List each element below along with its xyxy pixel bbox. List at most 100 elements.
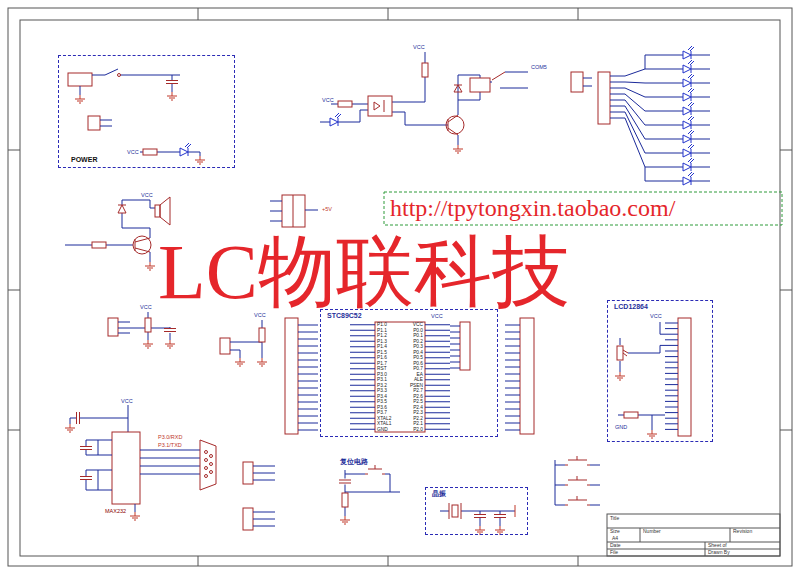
pin-label: P1.3 — [377, 339, 400, 345]
pin-label: VCC — [400, 322, 423, 328]
mcu-section — [375, 322, 425, 432]
adjust-circuits — [108, 312, 267, 366]
mcu-section — [285, 318, 298, 434]
lcd-section — [647, 430, 657, 438]
adjust-circuits — [118, 312, 170, 340]
lcd-block: LCD12864 — [607, 300, 713, 442]
led-array — [610, 55, 645, 181]
part-name: MAX232 — [105, 508, 126, 514]
net-label: +5V — [322, 206, 332, 212]
crystal-circuit — [440, 511, 515, 526]
mcu-section — [520, 318, 534, 434]
adjust-circuits — [235, 358, 245, 366]
pin-label: P3.5 — [377, 399, 400, 405]
title-cell: File — [610, 550, 618, 556]
pin-label: GND — [377, 427, 400, 433]
title-cell: Size — [610, 529, 620, 535]
section-label: 复位电路 — [340, 458, 368, 466]
reset-circuit — [365, 465, 385, 474]
serial-circuit — [77, 412, 80, 424]
pin-label: RST — [377, 366, 400, 372]
adjust-circuits — [257, 358, 267, 366]
adjust-circuits — [143, 340, 153, 348]
buzzer-circuit — [145, 262, 155, 270]
power-circuit — [80, 69, 180, 95]
small-headers — [243, 508, 253, 530]
relay-circuit — [330, 113, 341, 126]
adjust-circuits — [165, 340, 175, 348]
title-block — [607, 528, 780, 556]
adjust-circuits — [259, 328, 265, 342]
serial-circuit — [205, 459, 208, 462]
led-array — [583, 78, 592, 86]
title-cell: Revision — [733, 529, 752, 535]
buzzer-circuit — [135, 238, 150, 252]
pin-label: P2.0 — [400, 427, 423, 433]
buzzer-circuit — [118, 205, 126, 213]
serial-circuit — [205, 475, 208, 478]
title-cell: Sheet of — [708, 543, 727, 549]
pin-label: P3.4 — [377, 394, 400, 400]
relay-circuit — [453, 145, 463, 153]
crystal-circuit — [452, 505, 458, 517]
lcd-section — [615, 372, 625, 380]
net-label: VCC — [413, 44, 425, 50]
lcd-section — [617, 346, 623, 360]
buzzer-circuit — [160, 197, 170, 225]
lcd-section — [624, 412, 638, 418]
net-label: VCC — [141, 192, 153, 198]
led-array — [683, 88, 694, 101]
small-headers — [253, 512, 275, 526]
relay-circuit — [422, 63, 428, 77]
relay-circuit — [492, 72, 505, 80]
pin-label: P2.2 — [400, 416, 423, 422]
led-array — [683, 116, 694, 129]
mcu-section — [505, 325, 520, 430]
relay-circuit — [454, 85, 462, 92]
crystal-circuit — [474, 515, 486, 518]
adjust-circuits — [220, 338, 230, 354]
power-circuit — [143, 149, 157, 155]
pin-label: P1.7 — [377, 361, 400, 367]
title-block — [607, 514, 780, 556]
reset-circuit — [345, 470, 400, 516]
pin-label: P1.5 — [377, 350, 400, 356]
title-block — [607, 514, 780, 556]
crystal-circuit — [515, 505, 516, 517]
pin-label: P2.4 — [400, 405, 423, 411]
mcu-section — [450, 326, 460, 368]
pin-label: ALE — [400, 377, 423, 383]
reset-circuit — [339, 480, 351, 483]
power-circuit — [75, 95, 85, 103]
lcd-section — [623, 350, 628, 356]
header-circuit — [270, 201, 318, 221]
serial-circuit — [210, 455, 213, 458]
serial-circuit — [65, 405, 216, 520]
power-circuit — [118, 74, 121, 77]
adjust-circuits — [230, 320, 262, 358]
led-array — [598, 72, 610, 124]
small-headers — [243, 462, 275, 530]
pin-label: P0.6 — [400, 361, 423, 367]
url-frame — [384, 192, 782, 225]
reset-circuit — [339, 465, 400, 524]
pin-label: XTAL2 — [377, 416, 400, 422]
net-label: VCC — [650, 313, 662, 319]
serial-circuit — [65, 424, 75, 432]
led-array — [683, 172, 694, 185]
lcd-section — [678, 318, 691, 436]
power-circuit — [68, 73, 92, 86]
adjust-circuits — [108, 318, 118, 336]
pin-label: P3.0 — [377, 372, 400, 378]
title-cell: Number — [643, 529, 661, 535]
power-circuit — [100, 120, 112, 126]
title-cell: A4 — [612, 536, 618, 542]
reset-circuit — [340, 516, 350, 524]
pin-label: PSEN — [400, 383, 423, 389]
crystal-circuit — [494, 515, 506, 518]
serial-circuit — [200, 440, 216, 490]
power-circuit — [180, 143, 191, 156]
pin-label: P0.3 — [400, 344, 423, 350]
adjust-circuits — [145, 318, 151, 332]
net-label: VCC — [431, 313, 443, 319]
